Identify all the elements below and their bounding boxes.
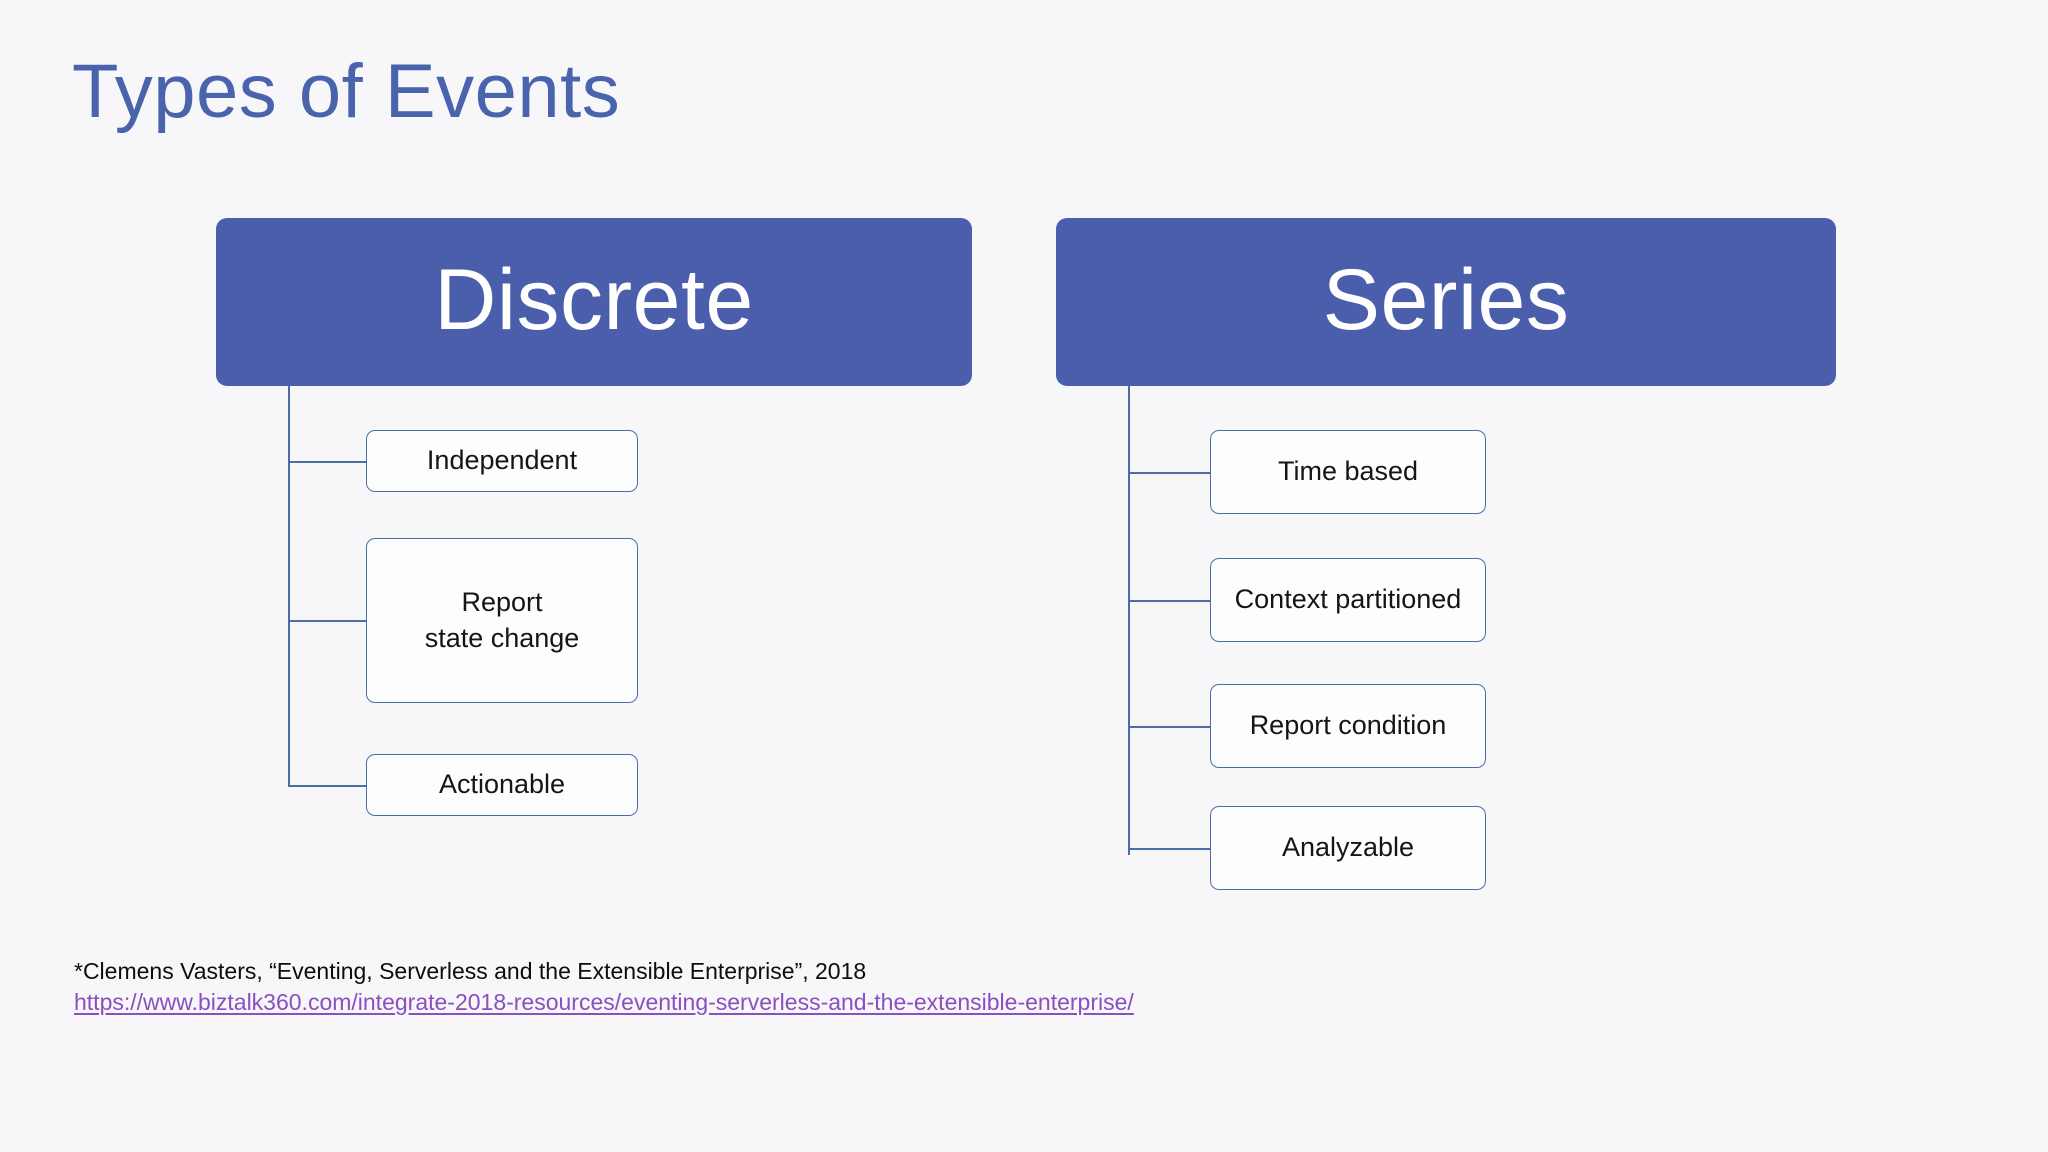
page-title: Types of Events (72, 49, 621, 134)
connector-branch-series-1 (1128, 472, 1210, 474)
connector-branch-discrete-3 (288, 785, 366, 787)
leaf-box-report-condition[interactable]: Report condition (1210, 684, 1486, 768)
connector-branch-discrete-1 (288, 461, 366, 463)
leaf-box-report-condition-label: Report condition (1249, 710, 1447, 741)
header-box-discrete-label: Discrete (434, 252, 754, 348)
leaf-box-context-partitioned-label: Context partitioned (1234, 584, 1462, 615)
leaf-box-context-partitioned[interactable]: Context partitioned (1210, 558, 1486, 642)
leaf-box-time-based-label: Time based (1277, 456, 1419, 487)
leaf-box-time-based[interactable]: Time based (1210, 430, 1486, 514)
leaf-box-independent[interactable]: Independent (366, 430, 638, 492)
leaf-box-report-state-change-label: Report state change (424, 586, 580, 653)
footnote-citation: *Clemens Vasters, “Eventing, Serverless … (74, 958, 867, 984)
leaf-box-analyzable[interactable]: Analyzable (1210, 806, 1486, 890)
connector-branch-series-3 (1128, 726, 1210, 728)
leaf-box-actionable-label: Actionable (438, 769, 566, 800)
header-box-series-label: Series (1322, 252, 1570, 348)
leaf-box-analyzable-label: Analyzable (1281, 832, 1415, 863)
header-box-series[interactable]: Series (1056, 218, 1836, 386)
connector-trunk-discrete (288, 386, 290, 786)
connector-branch-series-4 (1128, 848, 1210, 850)
leaf-box-report-state-change[interactable]: Report state change (366, 538, 638, 703)
leaf-box-actionable[interactable]: Actionable (366, 754, 638, 816)
connector-branch-series-2 (1128, 600, 1210, 602)
connector-branch-discrete-2 (288, 620, 366, 622)
leaf-box-independent-label: Independent (426, 445, 578, 476)
header-box-discrete[interactable]: Discrete (216, 218, 972, 386)
connector-trunk-series (1128, 386, 1130, 855)
footnote-source-link[interactable]: https://www.biztalk360.com/integrate-201… (74, 989, 1134, 1015)
